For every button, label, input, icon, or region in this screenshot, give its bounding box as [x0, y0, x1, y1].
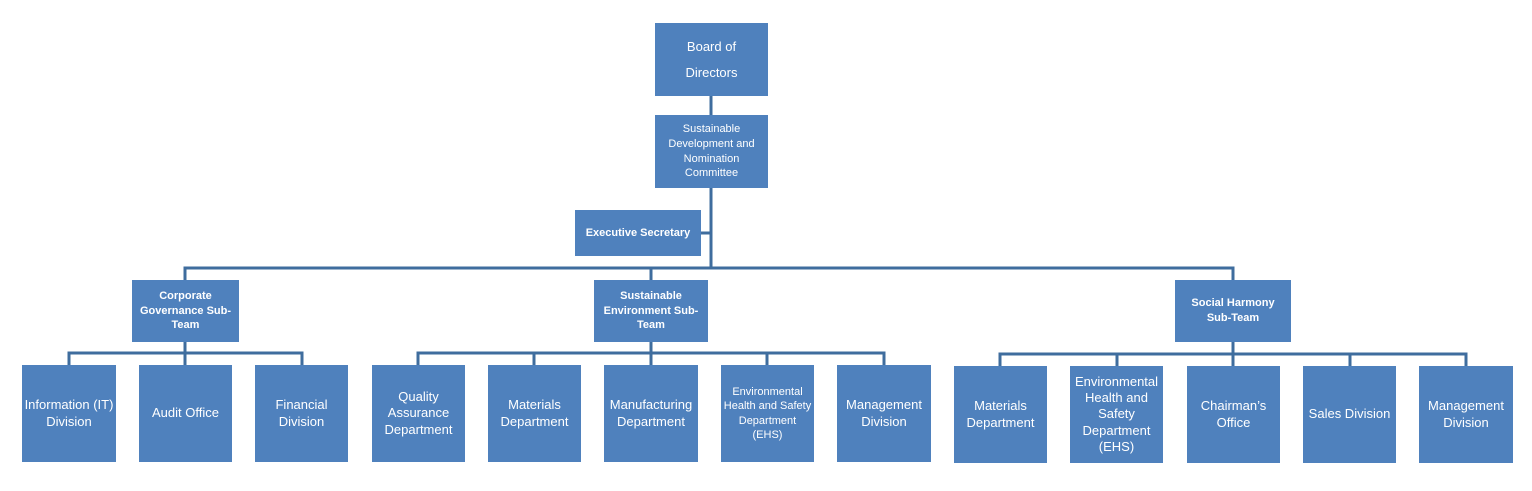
node-materials-department-1: Materials Department [488, 365, 581, 462]
node-ehs-department-1: Environmental Health and Safety Departme… [721, 365, 814, 462]
node-social-harmony-sub-team: Social Harmony Sub-Team [1175, 280, 1291, 342]
node-quality-assurance-department: Quality Assurance Department [372, 365, 465, 462]
node-materials-department-2: Materials Department [954, 366, 1047, 463]
node-executive-secretary: Executive Secretary [575, 210, 701, 256]
node-board-of-directors: Board of Directors [655, 23, 768, 96]
node-audit-office: Audit Office [139, 365, 232, 462]
node-management-division-1: Management Division [837, 365, 931, 462]
node-sustainable-development-committee: Sustainable Development and Nomination C… [655, 115, 768, 188]
node-corporate-governance-sub-team: Corporate Governance Sub-Team [132, 280, 239, 342]
node-chairmans-office: Chairman’s Office [1187, 366, 1280, 463]
node-ehs-department-2: Environmental Health and Safety Departme… [1070, 366, 1163, 463]
node-it-division: Information (IT) Division [22, 365, 116, 462]
node-management-division-2: Management Division [1419, 366, 1513, 463]
node-manufacturing-department: Manufacturing Department [604, 365, 698, 462]
node-sales-division: Sales Division [1303, 366, 1396, 463]
node-sustainable-environment-sub-team: Sustainable Environment Sub-Team [594, 280, 708, 342]
node-financial-division: Financial Division [255, 365, 348, 462]
